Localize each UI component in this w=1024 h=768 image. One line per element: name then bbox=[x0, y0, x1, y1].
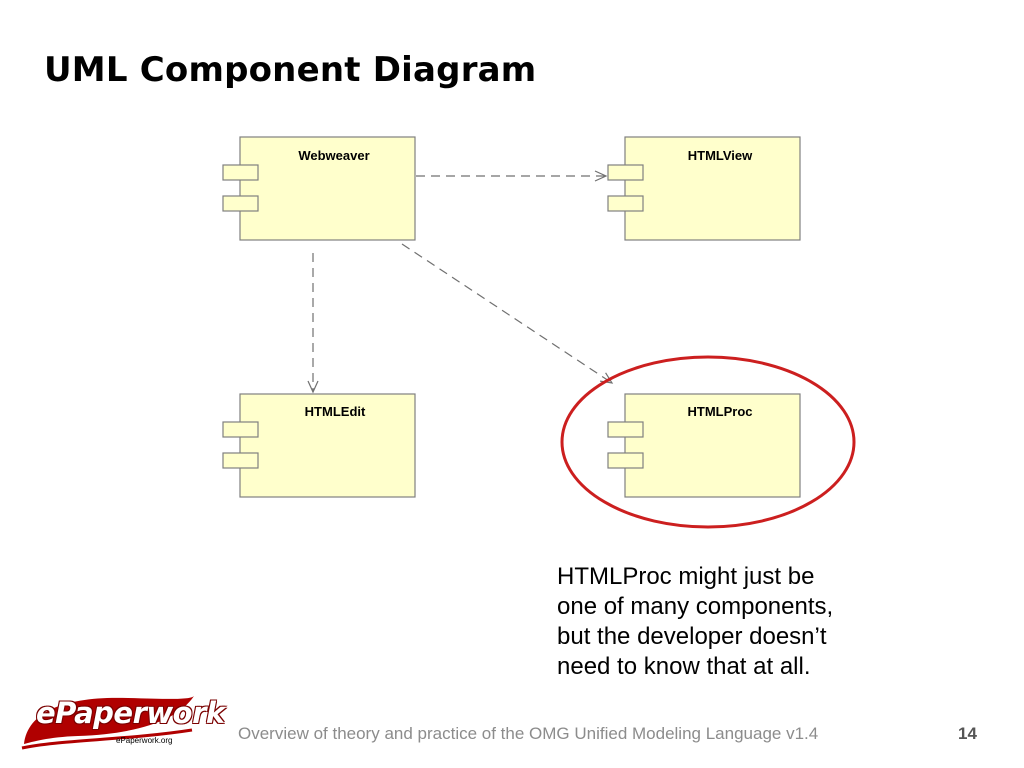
dependency-webweaver-htmlproc bbox=[401, 243, 614, 384]
note-line: need to know that at all. bbox=[557, 653, 811, 680]
logo-wordmark: ePaperwork bbox=[36, 696, 225, 730]
note-line: one of many components, bbox=[557, 593, 834, 620]
slide-title: UML Component Diagram bbox=[44, 50, 537, 90]
component-label: Webweaver bbox=[298, 148, 369, 163]
component-htmlview: HTMLView bbox=[607, 136, 801, 241]
epaperwork-logo: ePaperwork ePaperwork.org bbox=[18, 690, 225, 752]
component-label: HTMLView bbox=[688, 148, 753, 163]
component-label: HTMLEdit bbox=[305, 404, 366, 419]
component-htmledit: HTMLEdit bbox=[222, 393, 416, 498]
logo-swoosh-icon bbox=[21, 696, 194, 750]
component-label: HTMLProc bbox=[688, 404, 753, 419]
component-htmlproc: HTMLProc bbox=[607, 393, 801, 498]
component-webweaver: Webweaver bbox=[222, 136, 416, 241]
note-text: HTMLProc might just be one of many compo… bbox=[557, 562, 917, 682]
page-number: 14 bbox=[958, 724, 977, 743]
note-line: HTMLProc might just be bbox=[557, 563, 815, 590]
note-line: but the developer doesn’t bbox=[557, 623, 827, 650]
logo-url: ePaperwork.org bbox=[116, 736, 173, 745]
footer-text: Overview of theory and practice of the O… bbox=[238, 724, 819, 743]
highlight-ellipse bbox=[560, 355, 856, 529]
